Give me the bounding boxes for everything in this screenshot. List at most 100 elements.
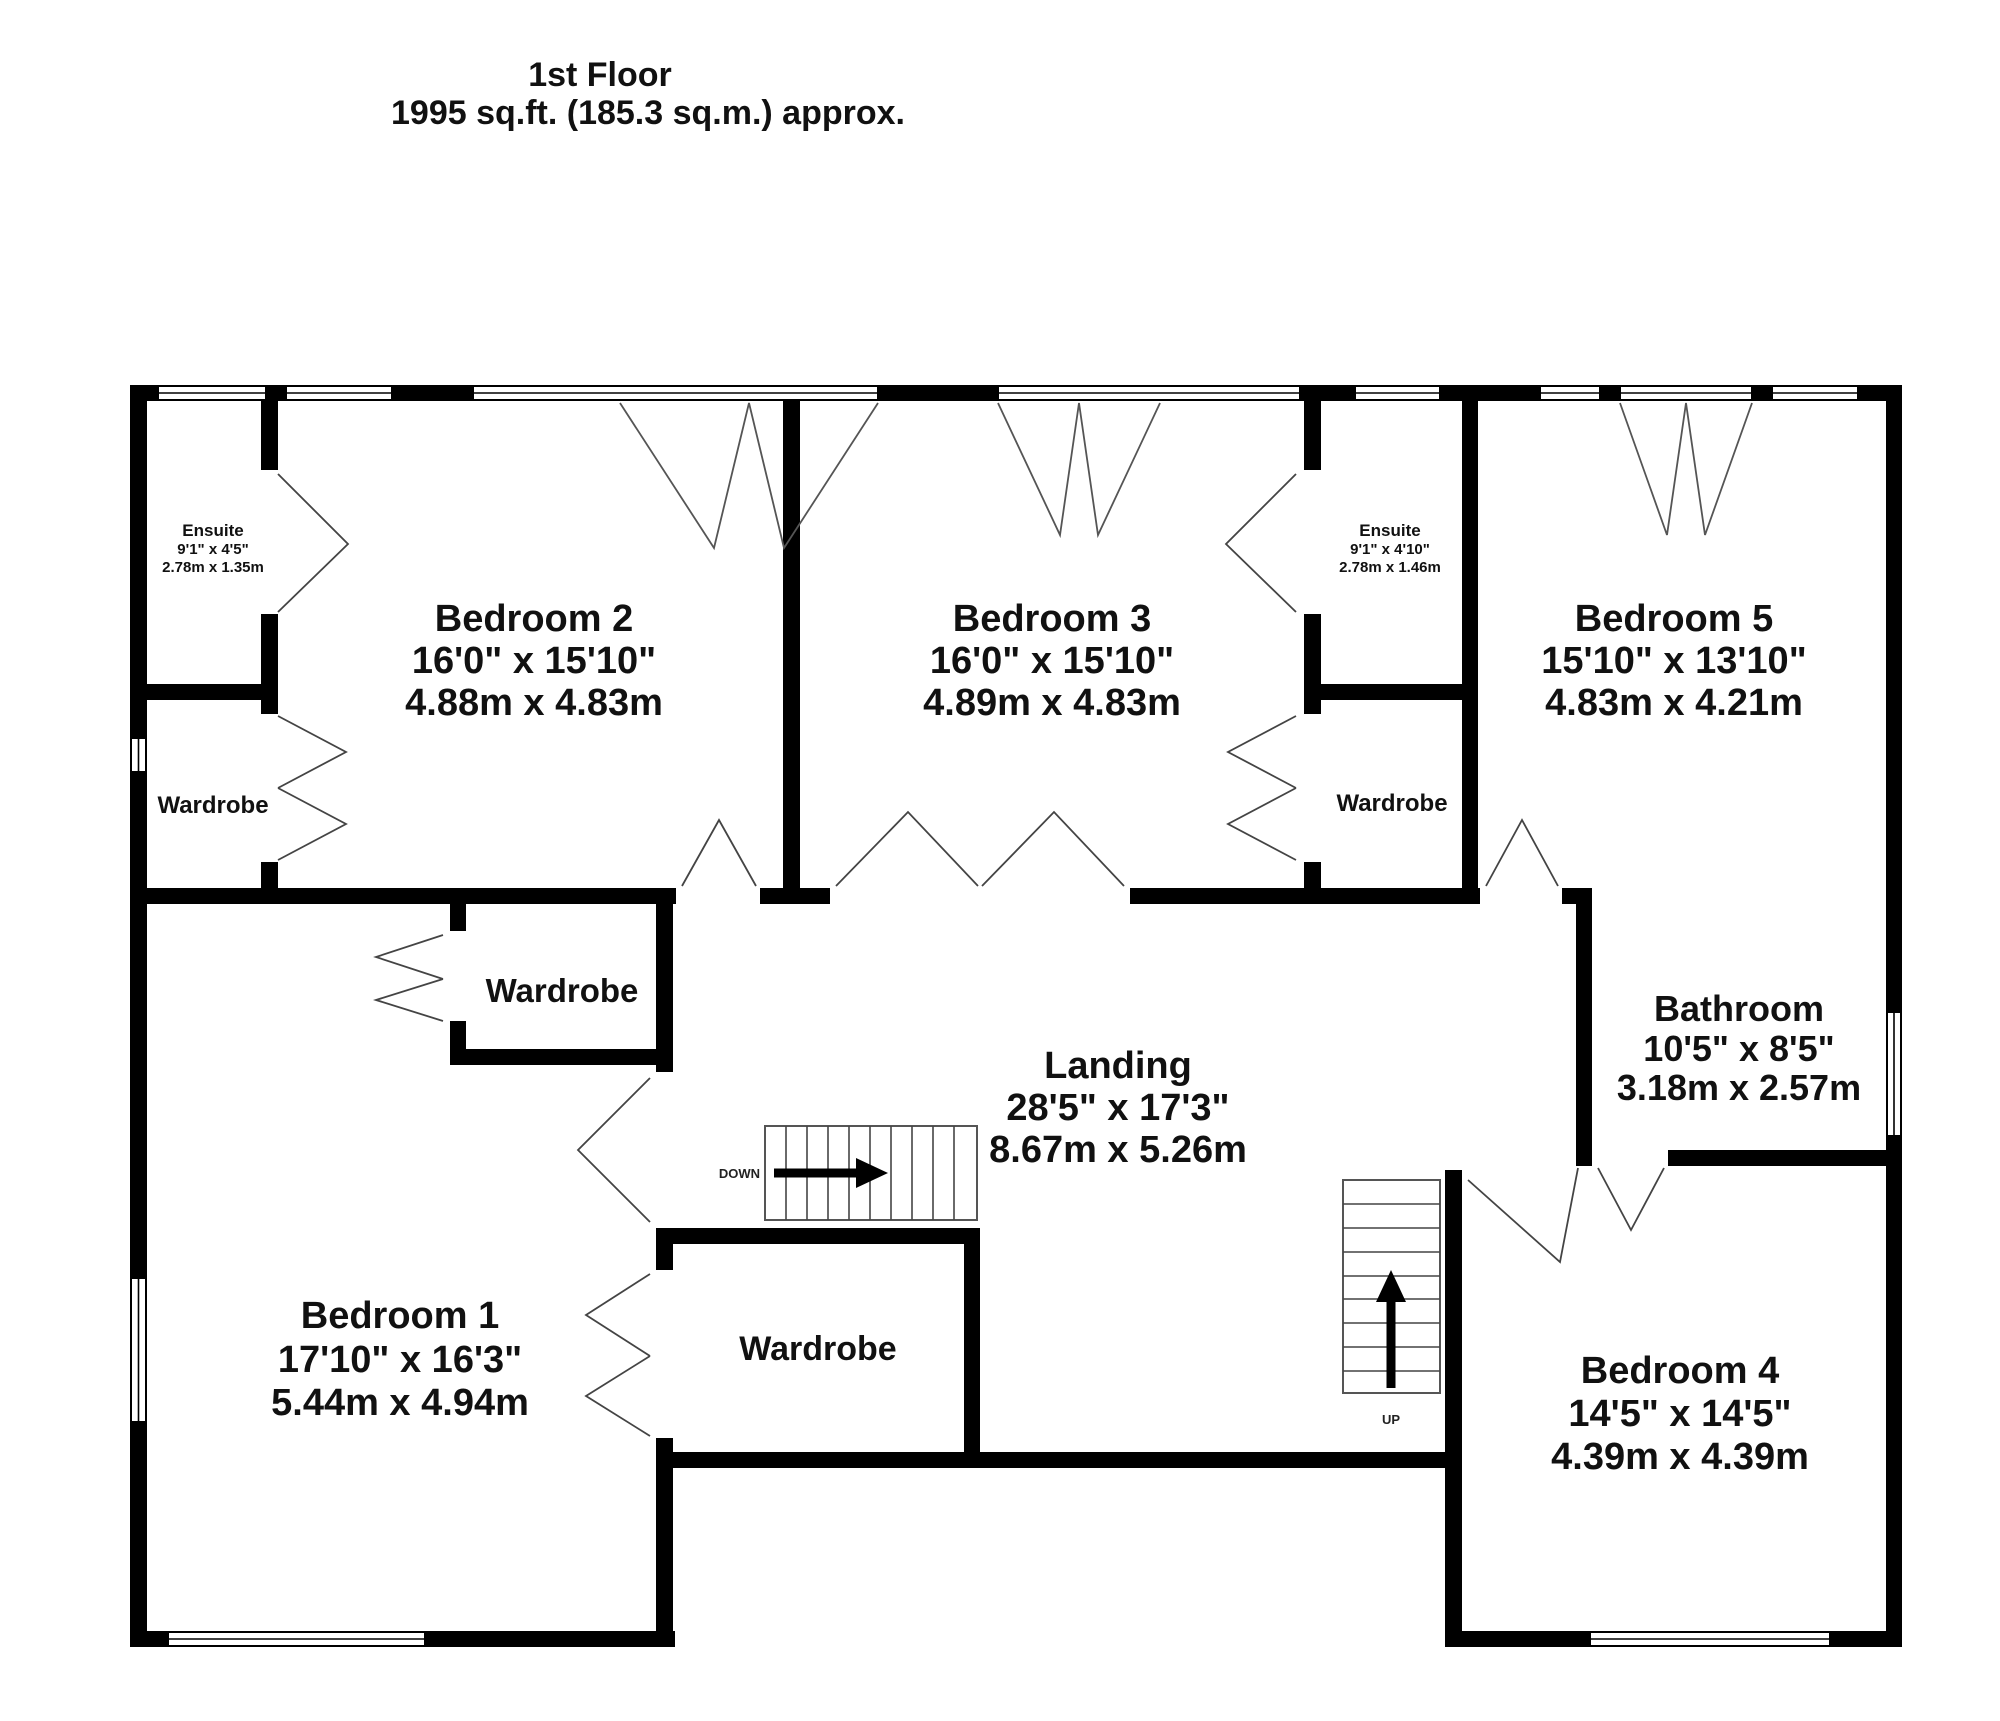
wall-outer-left — [130, 385, 147, 1647]
window-top-ensuiteR — [1354, 385, 1441, 401]
door-wardrobe-bottom-2 — [584, 1355, 651, 1437]
wall-bed2-bed3-divider — [783, 401, 800, 888]
wall-wardrobeM-left-top — [450, 904, 466, 931]
label-bedroom3: Bedroom 3 16'0" x 15'10" 4.89m x 4.83m — [923, 598, 1181, 724]
door-wardrobe-middle-2 — [372, 978, 444, 1022]
door-wardrobe-right-2 — [1226, 787, 1297, 861]
plan-title: 1st Floor 1995 sq.ft. (185.3 sq.m.) appr… — [391, 56, 905, 132]
door-bedroom2 — [681, 818, 757, 887]
wall-bathroom-left — [1576, 888, 1592, 1166]
casement-mark-bedroom2 — [619, 402, 879, 551]
floor-title: 1st Floor — [528, 56, 672, 94]
window-left-wardrobe — [130, 737, 147, 773]
wall-wardrobeL-stub-bottom — [261, 862, 278, 888]
door-ensuite-right — [1224, 473, 1297, 613]
door-wardrobe-left-1 — [277, 715, 348, 789]
room-labels: Bedroom 2 16'0" x 15'10" 4.88m x 4.83m B… — [157, 521, 1861, 1478]
wall-bedroom1-right-lower — [656, 1452, 673, 1647]
wardrobe-middle-label: Wardrobe — [486, 972, 639, 1009]
wall-wardrobeB-left-bottom — [656, 1438, 673, 1452]
stairs-down: DOWN — [719, 1125, 978, 1221]
wall-ensuiteL-bottom — [261, 614, 278, 700]
bedroom2-name: Bedroom 2 — [435, 598, 633, 640]
door-bedroom1 — [576, 1077, 651, 1223]
bedroom4-metric: 4.39m x 4.39m — [1551, 1436, 1809, 1478]
window-top-2 — [285, 385, 393, 401]
windows — [130, 385, 1902, 1647]
wall-wardrobeM-right — [656, 904, 673, 1065]
window-bathroom — [1886, 1011, 1902, 1137]
window-bedroom1-left — [130, 1277, 147, 1423]
door-bedroom4 — [1467, 1167, 1579, 1264]
door-bathroom — [1597, 1167, 1665, 1232]
ensuiteL-imperial: 9'1" x 4'5" — [177, 541, 248, 558]
bathroom-name: Bathroom — [1654, 988, 1824, 1029]
window-bedroom5 — [1619, 385, 1753, 401]
wall-landing-bottom — [656, 1452, 1462, 1468]
wardrobe-right-label: Wardrobe — [1336, 790, 1447, 817]
wall-bedroom4-left — [1445, 1170, 1462, 1647]
door-ensuite-left — [277, 473, 350, 613]
bedroom2-imperial: 16'0" x 15'10" — [412, 640, 656, 682]
label-bedroom1: Bedroom 1 17'10" x 16'3" 5.44m x 4.94m — [271, 1295, 529, 1424]
wall-wardrobeB-top — [656, 1228, 980, 1244]
door-bedroom5 — [1485, 818, 1559, 887]
bedroom5-name: Bedroom 5 — [1575, 598, 1773, 640]
window-bedroom3 — [997, 385, 1301, 401]
landing-imperial: 28'5" x 17'3" — [1006, 1087, 1229, 1129]
wall-ensuiteL-divider — [146, 684, 278, 700]
label-landing: Landing 28'5" x 17'3" 8.67m x 5.26m — [989, 1045, 1247, 1171]
wall-ensuiteR-divider — [1320, 684, 1478, 700]
ensuiteL-name: Ensuite — [182, 521, 243, 540]
wall-ensuiteL-top — [261, 401, 278, 470]
wall-wardrobeM-bottom — [450, 1049, 672, 1065]
window-bedroom1-bottom — [167, 1631, 426, 1647]
label-ensuite-right: Ensuite 9'1" x 4'10" 2.78m x 1.46m — [1339, 521, 1441, 576]
window-top-3 — [1539, 385, 1601, 401]
door-wardrobe-middle-1 — [373, 934, 444, 980]
floor-area: 1995 sq.ft. (185.3 sq.m.) approx. — [391, 94, 905, 132]
bedroom3-imperial: 16'0" x 15'10" — [930, 640, 1174, 682]
bedroom4-imperial: 14'5" x 14'5" — [1568, 1393, 1791, 1435]
wall-col-bed5-divider — [1462, 401, 1478, 888]
bedroom5-imperial: 15'10" x 13'10" — [1541, 640, 1806, 682]
wall-mid-a — [146, 888, 676, 904]
bathroom-imperial: 10'5" x 8'5" — [1643, 1028, 1834, 1069]
bedroom4-name: Bedroom 4 — [1581, 1350, 1779, 1392]
wall-bed1-right-stub — [656, 1049, 673, 1072]
wall-wardrobeR-stub-bottom — [1304, 862, 1321, 888]
wardrobe-bottom-label: Wardrobe — [739, 1330, 896, 1368]
window-bedroom4-bottom — [1589, 1631, 1831, 1647]
stairs-up-arrowhead-icon — [1376, 1270, 1406, 1302]
casement-mark-bedroom5 — [1619, 402, 1753, 536]
label-bedroom5: Bedroom 5 15'10" x 13'10" 4.83m x 4.21m — [1541, 598, 1806, 724]
bedroom1-name: Bedroom 1 — [301, 1295, 499, 1337]
ensuiteR-name: Ensuite — [1359, 521, 1420, 540]
door-wardrobe-left-2 — [277, 787, 348, 861]
bedroom1-imperial: 17'10" x 16'3" — [278, 1339, 522, 1381]
doors — [277, 473, 1665, 1437]
landing-name: Landing — [1044, 1045, 1192, 1087]
window-top-1 — [157, 385, 267, 401]
door-bedroom3-left — [835, 810, 979, 887]
stairs-down-arrowhead-icon — [856, 1158, 888, 1188]
bedroom3-name: Bedroom 3 — [953, 598, 1151, 640]
ensuiteR-metric: 2.78m x 1.46m — [1339, 559, 1441, 576]
bedroom1-metric: 5.44m x 4.94m — [271, 1382, 529, 1424]
bedroom2-metric: 4.88m x 4.83m — [405, 682, 663, 724]
label-ensuite-left: Ensuite 9'1" x 4'5" 2.78m x 1.35m — [162, 521, 264, 576]
door-bedroom3-right — [981, 810, 1125, 887]
ensuiteL-metric: 2.78m x 1.35m — [162, 559, 264, 576]
casement-mark-bedroom3 — [997, 402, 1161, 539]
label-bathroom: Bathroom 10'5" x 8'5" 3.18m x 2.57m — [1617, 988, 1861, 1108]
wall-bathroom-bottom — [1668, 1150, 1902, 1166]
bedroom5-metric: 4.83m x 4.21m — [1545, 682, 1803, 724]
wall-ensuiteR-top — [1304, 401, 1321, 470]
ensuiteR-imperial: 9'1" x 4'10" — [1350, 541, 1430, 558]
bedroom3-metric: 4.89m x 4.83m — [923, 682, 1181, 724]
bathroom-metric: 3.18m x 2.57m — [1617, 1067, 1861, 1108]
landing-metric: 8.67m x 5.26m — [989, 1129, 1247, 1171]
wall-wardrobeR-stub-top — [1304, 700, 1321, 714]
